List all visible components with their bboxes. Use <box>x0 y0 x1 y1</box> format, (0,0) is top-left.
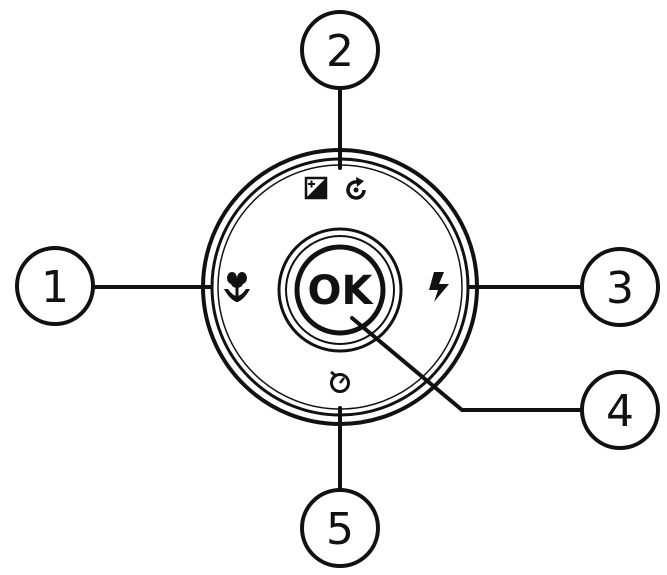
ok-button[interactable]: OK <box>277 227 403 353</box>
callout-4-number: 4 <box>606 386 634 437</box>
callout-1-number: 1 <box>41 262 69 313</box>
callout-4: 4 <box>580 370 660 450</box>
callout-2-number: 2 <box>326 26 354 77</box>
macro-flower-icon <box>224 272 250 302</box>
leader-line-4 <box>350 316 586 412</box>
ok-label: OK <box>308 268 375 314</box>
callout-5: 5 <box>300 488 380 568</box>
callout-3-number: 3 <box>606 263 634 314</box>
self-timer-icon <box>330 370 350 393</box>
callout-2: 2 <box>300 10 380 90</box>
rotate-icon <box>346 177 366 200</box>
callout-5-number: 5 <box>326 504 354 555</box>
leader-lines <box>93 86 586 492</box>
exposure-compensation-icon <box>304 176 328 200</box>
callout-3: 3 <box>580 247 660 327</box>
outer-dial[interactable] <box>201 148 479 426</box>
flash-icon <box>429 272 449 302</box>
callout-1: 1 <box>15 246 95 326</box>
